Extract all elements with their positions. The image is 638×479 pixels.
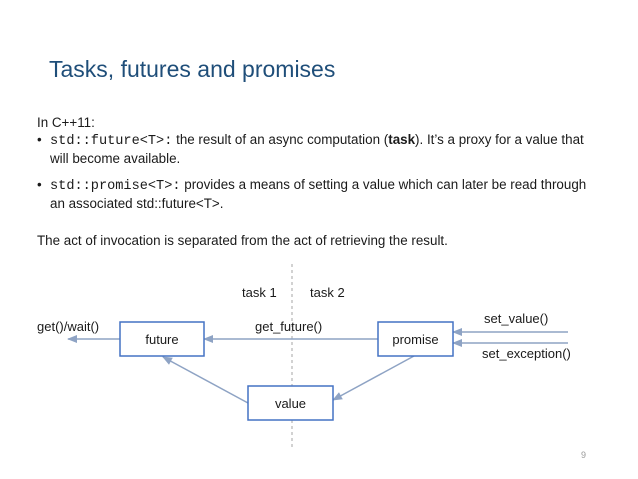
value-box-label: value [275, 396, 306, 411]
set-value-label: set_value() [484, 311, 548, 326]
promise-box [377, 321, 454, 357]
bullet-promise-text: provides a means of setting a value whic… [50, 177, 587, 211]
value-to-future-arrow [162, 356, 249, 404]
task2-label: task 2 [310, 285, 345, 300]
code-future: std::future<T>: [50, 134, 173, 149]
bullet-future-text-end: ). It’s a proxy for a value that will be… [50, 132, 584, 166]
bullet-future-text: the result of an async computation ( [172, 132, 389, 147]
code-promise: std::promise<T>: [50, 179, 181, 194]
bullet-dot: • [37, 132, 42, 147]
get-wait-label: get()/wait() [37, 319, 99, 334]
bullet-future: • std::future<T>: the result of an async… [37, 131, 597, 167]
future-box-label: future [145, 332, 178, 347]
get-future-label: get_future() [255, 319, 322, 334]
promise-to-value-arrow [332, 355, 415, 401]
bullet-future-emph: task [388, 132, 416, 147]
bullet-dot: • [37, 177, 42, 192]
set-exception-label: set_exception() [482, 346, 571, 361]
value-box [247, 385, 334, 421]
promise-box-label: promise [392, 332, 438, 347]
future-box [119, 321, 205, 357]
bullet-promise: • std::promise<T>: provides a means of s… [37, 176, 597, 212]
page-number: 9 [580, 450, 586, 460]
task1-label: task 1 [242, 285, 277, 300]
summary-text: The act of invocation is separated from … [37, 233, 448, 248]
intro-text: In C++11: [37, 115, 95, 130]
slide-title: Tasks, futures and promises [49, 56, 336, 82]
